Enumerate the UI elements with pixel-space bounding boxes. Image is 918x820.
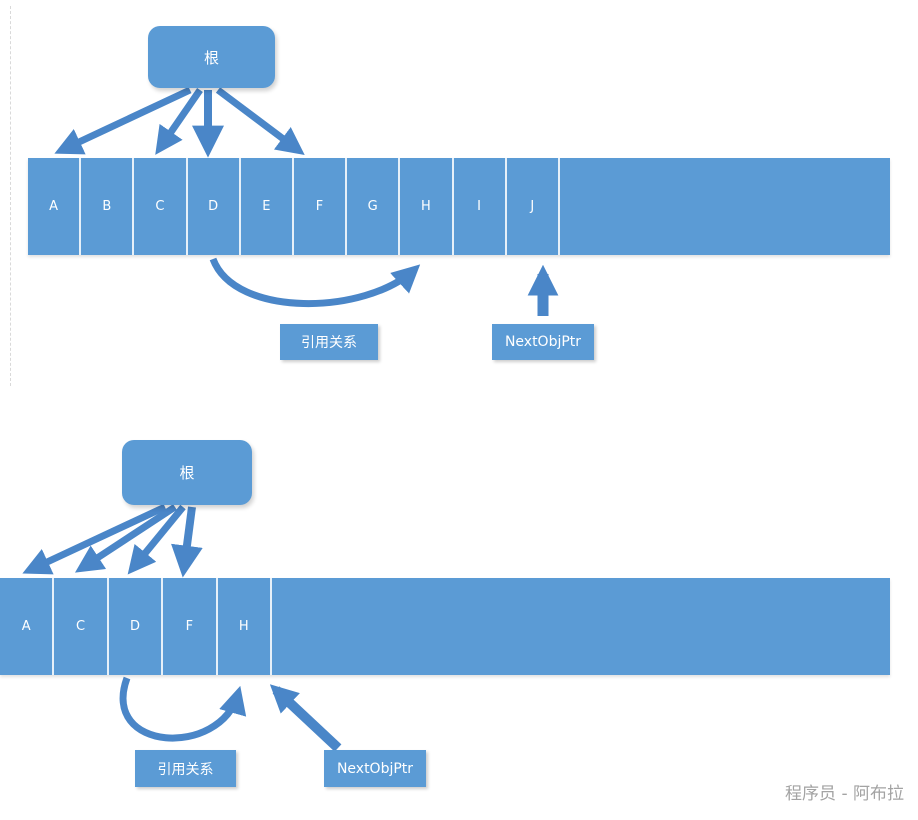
- memory-bar-top: A B C D E F G H I J: [28, 158, 890, 255]
- root-label-bottom: 根: [179, 464, 195, 482]
- memory-cell-bottom-A: A: [0, 578, 55, 675]
- memory-cell-top-A: A: [28, 158, 82, 255]
- root-arrow-bottom-D: [127, 504, 186, 575]
- root-node-top: 根: [148, 26, 275, 88]
- free-memory-region-bottom: [272, 578, 890, 675]
- memory-cell-bottom-F: F: [163, 578, 218, 675]
- root-arrow-top-C: [155, 88, 203, 155]
- root-label-top: 根: [203, 48, 219, 67]
- next-obj-ptr-label-bottom: NextObjPtr: [324, 750, 426, 787]
- memory-cell-top-I: I: [454, 158, 507, 255]
- root-node-bottom: 根: [122, 440, 252, 505]
- memory-cell-bottom-H: H: [218, 578, 272, 675]
- memory-cell-bottom-D: D: [109, 578, 164, 675]
- reference-label-bottom: 引用关系: [135, 750, 236, 787]
- root-arrow-bottom-A: [22, 503, 167, 575]
- reference-arrow-top: [209, 257, 421, 308]
- root-arrow-top-A: [54, 86, 192, 155]
- memory-cell-top-B: B: [81, 158, 135, 255]
- memory-cell-top-J: J: [507, 158, 560, 255]
- reference-arrow-bottom: [119, 676, 247, 742]
- memory-cell-top-C: C: [134, 158, 188, 255]
- memory-cell-top-G: G: [347, 158, 401, 255]
- root-arrow-bottom-C: [74, 504, 177, 573]
- root-arrow-bottom-F: [171, 506, 203, 578]
- next-obj-ptr-arrow-bottom: [269, 684, 342, 752]
- memory-cell-top-F: F: [294, 158, 348, 255]
- reference-label-top: 引用关系: [280, 324, 378, 360]
- root-arrow-top-F: [215, 87, 305, 156]
- next-obj-ptr-label-top: NextObjPtr: [492, 324, 594, 360]
- watermark: 程序员 - 阿布拉: [785, 784, 904, 804]
- memory-cell-top-E: E: [241, 158, 294, 255]
- slide-edge-line: [10, 6, 11, 386]
- free-memory-region-top: [560, 158, 890, 255]
- memory-cell-top-H: H: [400, 158, 454, 255]
- memory-bar-bottom: A C D F H: [0, 578, 890, 675]
- memory-cell-top-D: D: [188, 158, 241, 255]
- memory-cell-bottom-C: C: [54, 578, 109, 675]
